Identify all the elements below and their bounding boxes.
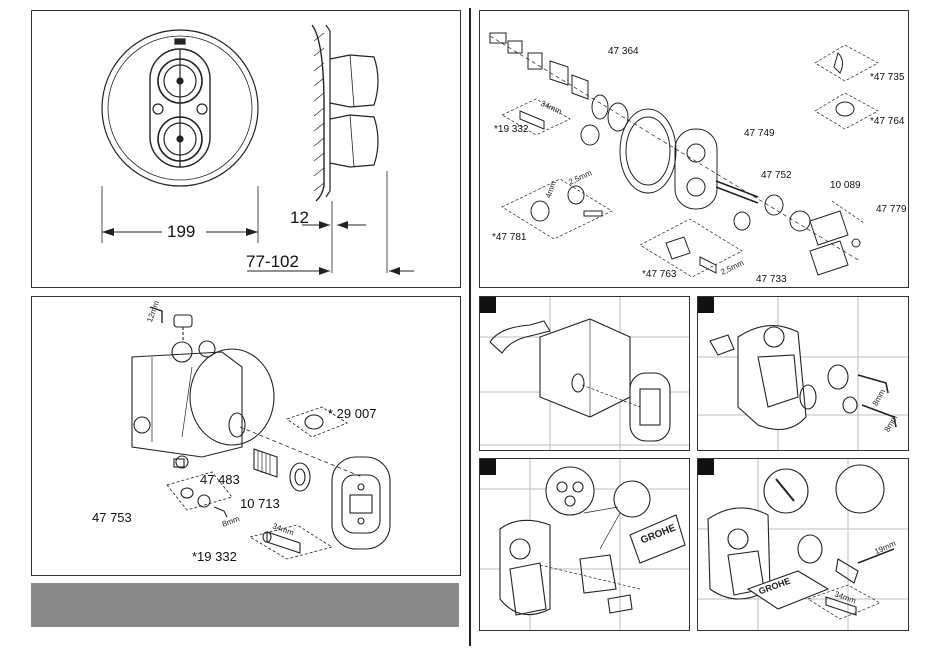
installation-drawing [32, 297, 460, 575]
step-1-drawing [480, 297, 689, 450]
step-3-drawing [480, 459, 689, 630]
stop-label: 47 753 [92, 511, 132, 524]
width-dimension: 199 [167, 223, 195, 240]
grey-footer-bar [31, 583, 459, 627]
key-label: *19 332 [192, 550, 237, 563]
part-label-47364: 47 364 [608, 47, 639, 57]
step-panel-3: GROHE [479, 458, 690, 631]
parts-panel: 47 364 *19 332 47 749 47 752 10 089 47 7… [479, 10, 909, 288]
part-label-47749: 47 749 [744, 129, 775, 139]
part-label-47764: *47 764 [870, 117, 904, 127]
projection-dimension: 12 [290, 209, 309, 226]
step-panel-1 [479, 296, 690, 451]
step-4-drawing [698, 459, 908, 630]
installation-panel: 12mm * 29 007 47 483 10 713 47 753 *19 3… [31, 296, 461, 576]
part-label-47752: 47 752 [761, 171, 792, 181]
part-label-19332: *19 332 [494, 125, 528, 135]
dimension-drawing [32, 11, 460, 287]
step-panel-4: GROHE 19mm 34mm [697, 458, 909, 631]
part-label-10089: 10 089 [830, 181, 861, 191]
page-divider [469, 8, 471, 646]
cover-label: * 29 007 [328, 407, 376, 420]
nut-label: 10 713 [240, 497, 280, 510]
part-label-47735: *47 735 [870, 73, 904, 83]
dimension-panel: 199 12 77-102 [31, 10, 461, 288]
part-label-47733: 47 733 [756, 275, 787, 285]
part-label-47763: *47 763 [642, 270, 676, 280]
part-label-47781: *47 781 [492, 233, 526, 243]
part-label-47779: 47 779 [876, 205, 907, 215]
parts-drawing [480, 11, 908, 287]
depth-dimension: 77-102 [246, 253, 299, 270]
step-2-drawing [698, 297, 908, 450]
cartridge-label: 47 483 [200, 473, 240, 486]
step-panel-2: 8mm 8mm [697, 296, 909, 451]
